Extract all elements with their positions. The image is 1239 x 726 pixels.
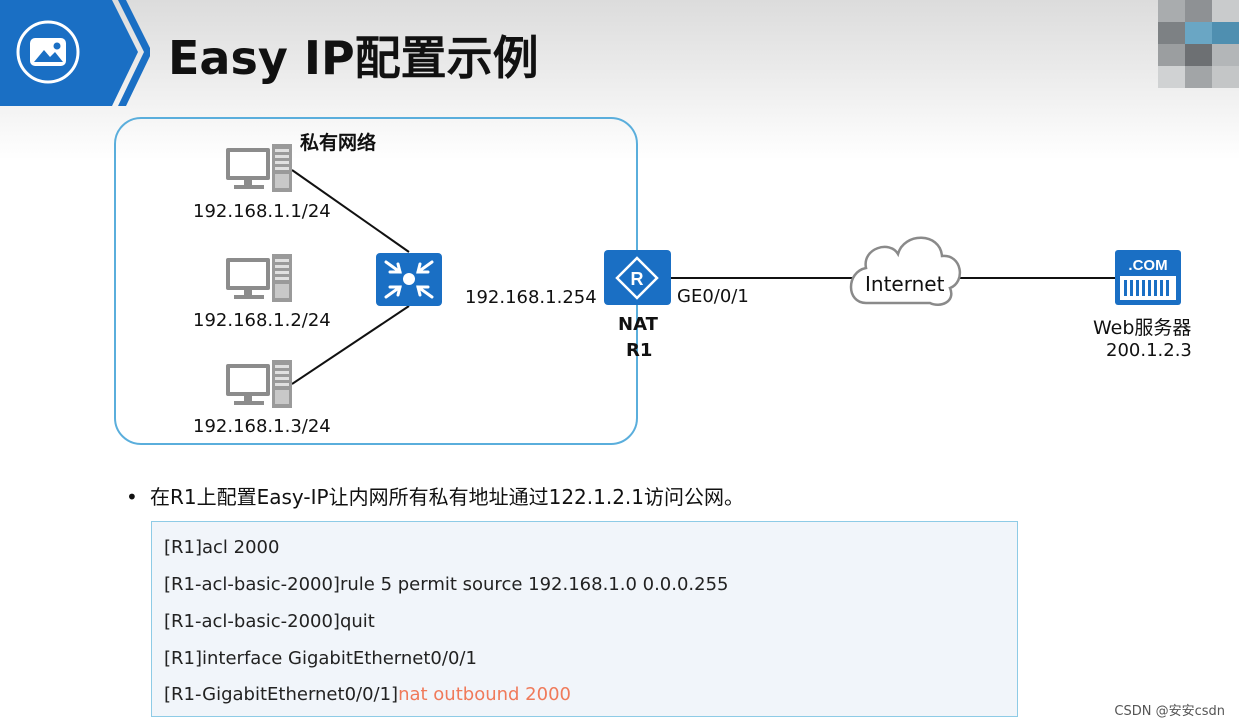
private-network-label: 私有网络 [300, 132, 377, 154]
host-ip-label: 192.168.1.3/24 [193, 416, 331, 437]
internet-cloud-icon [849, 236, 962, 306]
code-line-highlight: nat outbound 2000 [398, 684, 571, 705]
bullet-item: • 在R1上配置Easy-IP让内网所有私有地址通过122.1.2.1访问公网。 [126, 481, 744, 510]
web-server-name-label: Web服务器 [1093, 317, 1192, 339]
code-line: [R1]acl 2000 [164, 537, 280, 558]
bullet-dot: • [126, 485, 138, 509]
link-host3-switch [291, 305, 410, 385]
image-icon [16, 20, 80, 84]
router-icon: R [604, 250, 671, 305]
router-outside-interface-label: GE0/0/1 [677, 286, 749, 307]
page-title: Easy IP配置示例 [168, 31, 539, 85]
host-ip-label: 192.168.1.2/24 [193, 310, 331, 331]
bullet-text: 在R1上配置Easy-IP让内网所有私有地址通过122.1.2.1访问公网。 [150, 485, 745, 509]
host-pc-icon [226, 254, 292, 302]
web-server-icon: .COM [1115, 250, 1181, 305]
switch-icon [376, 253, 442, 306]
code-line: [R1-acl-basic-2000]quit [164, 611, 375, 632]
config-code-box: [R1]acl 2000 [R1-acl-basic-2000]rule 5 p… [151, 521, 1018, 717]
router-icon-letter: R [631, 269, 644, 289]
internet-label: Internet [865, 272, 945, 296]
router-nat-label: NAT [618, 314, 658, 335]
code-line: [R1-acl-basic-2000]rule 5 permit source … [164, 574, 729, 595]
server-icon-text: .COM [1128, 257, 1167, 274]
code-line: [R1-GigabitEthernet0/0/1]nat outbound 20… [164, 684, 571, 705]
router-inside-ip-label: 192.168.1.254 [465, 287, 597, 308]
slide-header-background [0, 0, 1239, 160]
pixelated-thumbnail [1158, 0, 1239, 88]
watermark: CSDN @安安csdn [1114, 704, 1225, 719]
web-server-ip-label: 200.1.2.3 [1106, 340, 1192, 361]
router-name-label: R1 [626, 340, 653, 361]
code-line-prefix: [R1-GigabitEthernet0/0/1] [164, 684, 399, 705]
host-pc-icon [226, 144, 292, 192]
host-pc-icon [226, 360, 292, 408]
host-ip-label: 192.168.1.1/24 [193, 201, 331, 222]
link-host1-switch [291, 169, 410, 253]
code-line: [R1]interface GigabitEthernet0/0/1 [164, 648, 477, 669]
logo-chevron [0, 0, 150, 106]
